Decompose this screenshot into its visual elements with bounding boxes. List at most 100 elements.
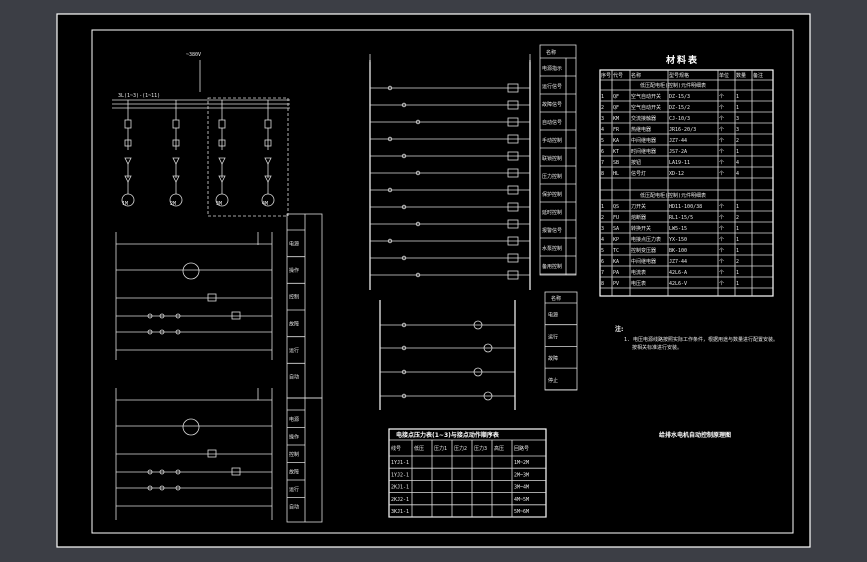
indicator-column-row: 停止 — [548, 377, 558, 384]
materials-cell: 1 — [736, 248, 739, 254]
materials-cell: 个 — [719, 270, 724, 276]
notes-label: 注: — [615, 325, 623, 333]
bus-label: 3L(1~3)-(1~11) — [118, 93, 160, 99]
materials-cell: 个 — [719, 127, 724, 133]
materials-cell: 电压表 — [631, 280, 646, 287]
stub-label: 操作 — [289, 433, 299, 440]
materials-cell: LW5-15 — [669, 226, 687, 232]
materials-cell: 按钮 — [631, 159, 641, 166]
center-ladder-diagram — [369, 54, 531, 290]
materials-cell: HL — [613, 171, 619, 177]
sequence-cell: 2KJ1-1 — [391, 485, 409, 491]
motor-4-label: 4M — [262, 201, 268, 207]
materials-cell: SA — [613, 226, 619, 232]
materials-cell: 个 — [719, 204, 724, 210]
materials-cell: 时间继电器 — [631, 148, 656, 155]
control-column-row: 故障信号 — [542, 101, 562, 108]
materials-cell: SB — [613, 160, 619, 166]
materials-header-cell: 序号 — [601, 72, 611, 79]
sequence-header-cell: 压力1 — [434, 445, 447, 452]
materials-cell: 熔断器 — [631, 214, 646, 221]
materials-cell: CJ-10/3 — [669, 116, 690, 122]
materials-section-2: 低压配电柜(控制)元件明细表 — [640, 192, 706, 199]
control-column-row: 自动信号 — [542, 119, 562, 126]
control-column-row: 压力控制 — [542, 173, 562, 180]
materials-cell: 交流接触器 — [631, 115, 656, 122]
materials-cell: BK-100 — [669, 248, 687, 254]
sequence-cell: 2KJ2-1 — [391, 497, 409, 503]
materials-cell: 7 — [601, 160, 604, 166]
control-column-row: 延时控制 — [542, 209, 562, 216]
materials-cell: YX-150 — [669, 237, 687, 243]
sequence-header-cell: 回路号 — [514, 445, 529, 452]
materials-cell: 3 — [601, 116, 604, 122]
sequence-header-cell: 压力3 — [474, 445, 487, 452]
materials-cell: 7 — [601, 270, 604, 276]
materials-header-cell: 备注 — [753, 72, 763, 79]
materials-cell: 2 — [601, 215, 604, 221]
materials-cell: TC — [613, 248, 619, 254]
sequence-cell: 5M~6M — [514, 509, 529, 515]
materials-cell: 控制变压器 — [631, 247, 656, 254]
materials-cell: 2 — [736, 138, 739, 144]
stub-label: 控制 — [289, 451, 299, 458]
drawing-title: 给排水电机自动控制原理图 — [659, 431, 731, 439]
materials-cell: PA — [613, 270, 619, 276]
materials-cell: 42L6-A — [669, 270, 687, 276]
materials-cell: PV — [613, 281, 619, 287]
materials-cell: JR16-20/3 — [669, 127, 696, 133]
sheet-inner-border — [91, 29, 794, 534]
materials-cell: 6 — [601, 149, 604, 155]
control-column-row: 备用控制 — [542, 263, 562, 270]
materials-cell: 个 — [719, 226, 724, 232]
materials-cell: 4 — [601, 237, 604, 243]
stub-label: 电源 — [289, 416, 299, 423]
materials-cell: 5 — [601, 248, 604, 254]
materials-cell: 6 — [601, 259, 604, 265]
sequence-table-title: 电接点压力表(1~3)与接点动作顺序表 — [396, 431, 500, 439]
materials-cell: 2 — [736, 259, 739, 265]
stub-label: 自动 — [289, 374, 299, 381]
materials-cell: 4 — [736, 171, 739, 177]
control-column-row: 手动控制 — [542, 137, 562, 144]
control-column-row: 保护控制 — [542, 191, 562, 198]
indicator-column-row: 故障 — [548, 355, 558, 362]
motor-1-label: 1M — [122, 201, 128, 207]
stub-label: 自动 — [289, 503, 299, 510]
materials-cell: QF — [613, 94, 619, 100]
materials-cell: QF — [613, 105, 619, 111]
indicator-column-header: 名称 — [551, 295, 561, 302]
materials-header-cell: 数量 — [736, 72, 746, 79]
materials-cell: 信号灯 — [631, 170, 646, 177]
control-column-row: 报警信号 — [542, 227, 562, 234]
stub-label: 控制 — [289, 294, 299, 301]
materials-title: 材料表 — [665, 54, 699, 66]
supply-label: ~380V — [186, 52, 201, 58]
materials-cell: 1 — [736, 226, 739, 232]
control-column-row: 水泵控制 — [542, 245, 562, 252]
motor-2-label: 2M — [170, 201, 176, 207]
materials-cell: 1 — [736, 237, 739, 243]
materials-cell: QS — [613, 204, 619, 210]
materials-cell: 3 — [736, 116, 739, 122]
materials-cell: 1 — [736, 204, 739, 210]
materials-cell: KP — [613, 237, 619, 243]
materials-cell: RL1-15/5 — [669, 215, 693, 221]
sequence-cell: 1M~2M — [514, 460, 529, 466]
materials-cell: 3 — [601, 226, 604, 232]
motor-3-label: 3M — [216, 201, 222, 207]
power-circuit: ~380V 3L(1~3)-(1~11) 1M 2M 3M 4M — [112, 52, 290, 217]
materials-cell: 8 — [601, 281, 604, 287]
materials-cell: 个 — [719, 259, 724, 265]
sequence-header-cell: 压力2 — [454, 445, 467, 452]
materials-header-cell: 名称 — [631, 72, 641, 79]
materials-cell: 电流表 — [631, 269, 646, 276]
stub-label: 运行 — [289, 347, 299, 354]
materials-cell: KA — [613, 138, 619, 144]
materials-section-1: 低压配电柜(控制)元件明细表 — [640, 82, 706, 89]
